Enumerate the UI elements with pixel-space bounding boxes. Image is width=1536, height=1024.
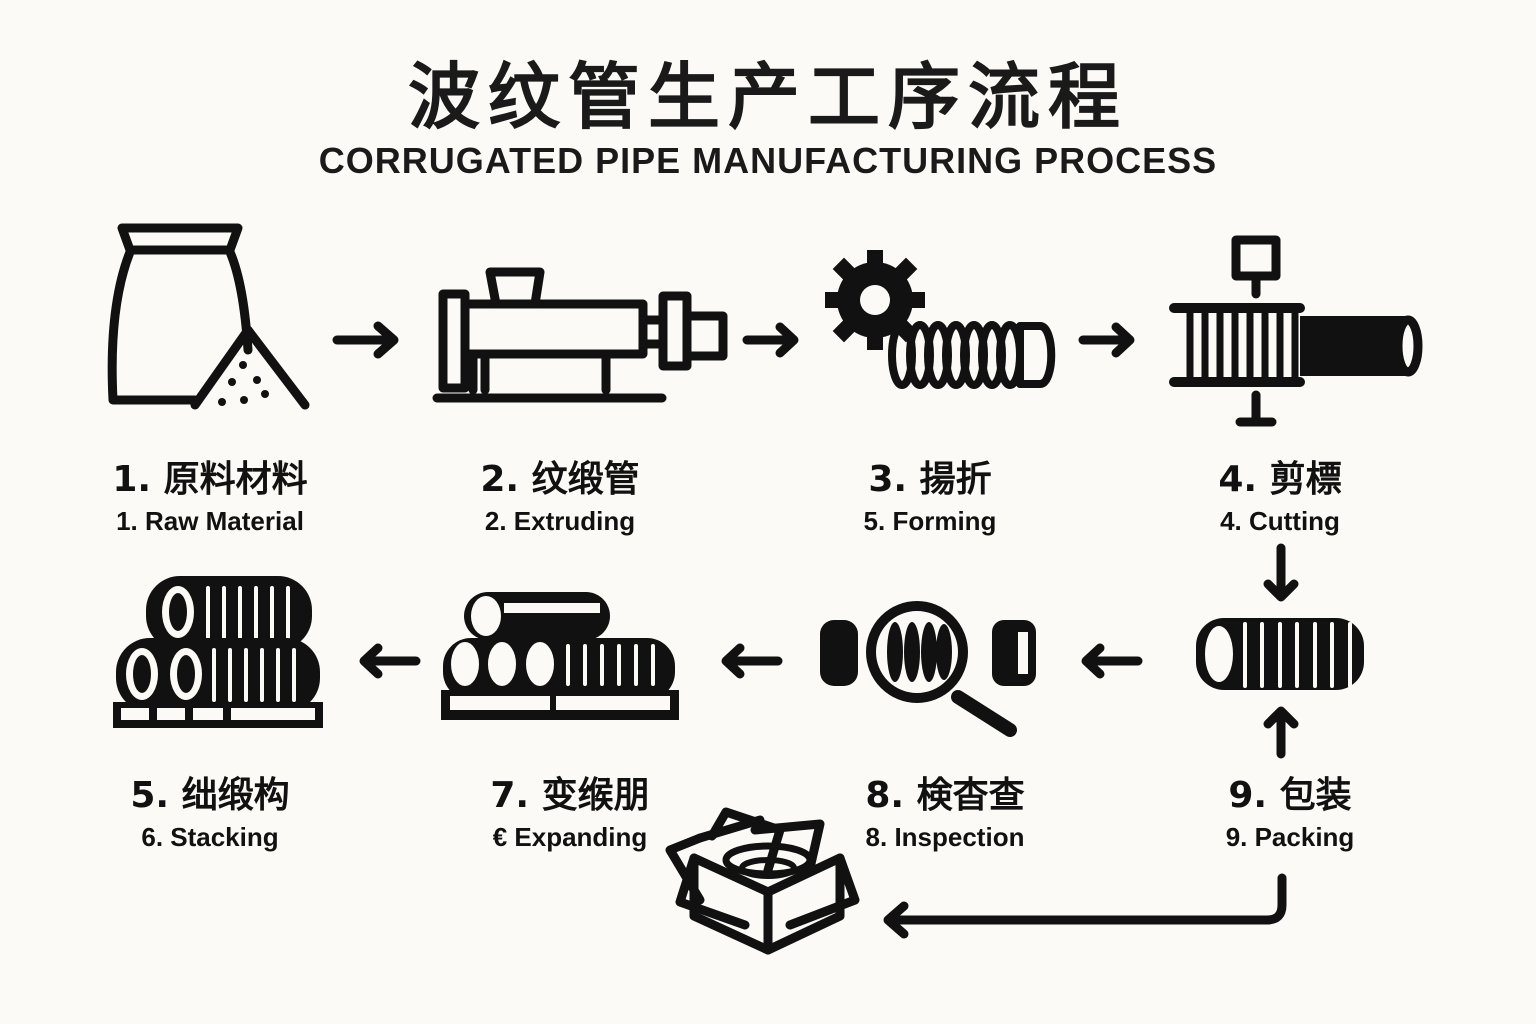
- step-label-zh: 3. 揚折: [868, 459, 992, 500]
- magnifier-inspection-icon: [820, 601, 1036, 737]
- step-label-extruding: 2. 纹缎管 2. Extruding: [410, 450, 710, 537]
- arrow-left-2: [721, 643, 783, 679]
- step-label-zh: 8. 検杳查: [865, 775, 1025, 816]
- step-label-inspection: 8. 検杳查 8. Inspection: [785, 766, 1105, 853]
- raw-material-bag-icon: [107, 223, 310, 410]
- open-box-icon: [665, 807, 860, 955]
- step-label-cutting: 4. 剪標 4. Cutting: [1130, 450, 1430, 537]
- cutting-pipe-icon: [1169, 235, 1423, 427]
- arrow-left-3: [359, 643, 421, 679]
- step-label-en: 2. Extruding: [484, 506, 636, 536]
- step-label-zh: 1. 原料材料: [112, 459, 308, 500]
- step-label-en: 9. Packing: [1225, 822, 1355, 852]
- step-label-zh: 5. 绌缎构: [130, 775, 290, 816]
- arrow-down-1: [1263, 543, 1299, 602]
- step-label-raw-material: 1. 原料材料 1. Raw Material: [60, 450, 360, 537]
- step-label-zh: 7. 变缑朋: [490, 775, 650, 816]
- gear-forming-icon: [825, 250, 1056, 389]
- step-label-packing: 9. 包装 9. Packing: [1140, 766, 1440, 853]
- arrow-right-1: [332, 321, 399, 359]
- step-label-zh: 2. 纹缎管: [480, 459, 640, 500]
- step-label-zh: 9. 包装: [1228, 775, 1352, 816]
- step-label-en: 8. Inspection: [865, 822, 1025, 852]
- arrow-up-1: [1263, 706, 1299, 759]
- arrow-right-3: [1078, 322, 1135, 358]
- step-label-en: € Expanding: [492, 822, 648, 852]
- stacked-pipes-icon: [113, 576, 323, 728]
- step-label-stacking: 5. 绌缎构 6. Stacking: [60, 766, 360, 853]
- title-chinese: 波纹管生产工序流程: [407, 55, 1128, 139]
- compressed-pipe-icon: [1196, 618, 1364, 690]
- title-english: CORRUGATED PIPE MANUFACTURING PROCESS: [318, 140, 1218, 181]
- step-label-en: 5. Forming: [863, 506, 997, 536]
- step-label-en: 6. Stacking: [141, 822, 279, 852]
- pipes-on-pallet-icon: [441, 592, 679, 720]
- extruder-machine-icon: [432, 267, 728, 403]
- arrow-return: [883, 873, 1287, 939]
- arrow-right-2: [742, 322, 799, 358]
- arrow-left-1: [1081, 643, 1143, 679]
- step-label-zh: 4. 剪標: [1218, 459, 1342, 500]
- step-label-en: 4. Cutting: [1220, 506, 1340, 536]
- step-label-expanding: 7. 变缑朋 € Expanding: [420, 766, 720, 853]
- step-label-en: 1. Raw Material: [116, 506, 304, 536]
- step-label-forming: 3. 揚折 5. Forming: [780, 450, 1080, 537]
